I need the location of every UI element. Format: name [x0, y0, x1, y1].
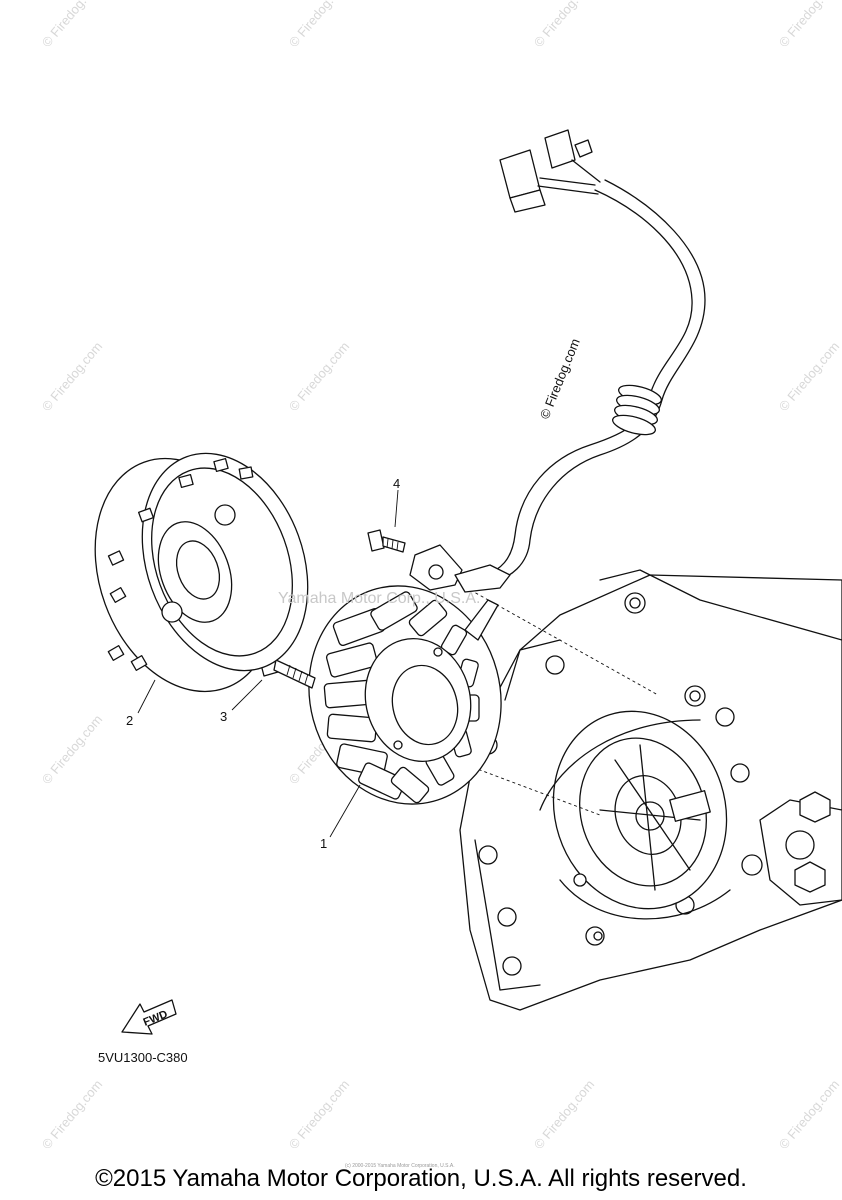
watermark-tile: © Firedog.com: [531, 0, 597, 50]
callout-2: 2: [126, 713, 133, 728]
tiny-copyright-notice: (c) 2000-2015 Yamaha Motor Corporation, …: [345, 1163, 455, 1169]
callouts: 4 3 2 1: [126, 476, 400, 851]
watermark-tile: © Firedog.com: [531, 1077, 597, 1152]
watermark-tile: © Firedog.com: [286, 339, 352, 414]
watermark-tile: © Firedog.com: [286, 1077, 352, 1152]
copyright-footer: ©2015 Yamaha Motor Corporation, U.S.A. A…: [95, 1165, 747, 1192]
watermark-center: Yamaha Motor Corp., U.S.A.: [278, 590, 480, 607]
watermark-tile: © Firedog.com: [286, 0, 352, 50]
flywheel-rotor-part-2: [94, 452, 309, 693]
harness-connectors: [499, 129, 601, 213]
diagram-code: 5VU1300-C380: [98, 1050, 188, 1065]
watermark-tile: © Firedog.com: [776, 0, 842, 50]
stator-poles: [323, 591, 480, 804]
harness-coil: [611, 384, 663, 436]
watermark-tile: © Firedog.com: [39, 339, 105, 414]
watermark-tile: © Firedog.com: [776, 1077, 842, 1152]
watermark-tile: © Firedog.com: [39, 712, 105, 787]
pickup-coil: [409, 544, 511, 593]
watermark-tile: © Firedog.com: [39, 1077, 105, 1152]
callout-3: 3: [220, 709, 227, 724]
callout-4: 4: [393, 476, 400, 491]
callout-1: 1: [320, 836, 327, 851]
stator-coil-part-1: [308, 585, 502, 805]
wire-harness: [484, 129, 706, 583]
rotor-magnets: [107, 457, 254, 671]
fwd-arrow: FWD: [121, 999, 177, 1035]
watermark-tile: © Firedog.com: [39, 0, 105, 50]
watermark-harness-label: © Firedog.com: [537, 336, 583, 421]
bolt-part-4: [367, 529, 406, 553]
crankcase-illustration: [459, 569, 842, 1011]
watermark-tile: © Firedog.com: [776, 339, 842, 414]
